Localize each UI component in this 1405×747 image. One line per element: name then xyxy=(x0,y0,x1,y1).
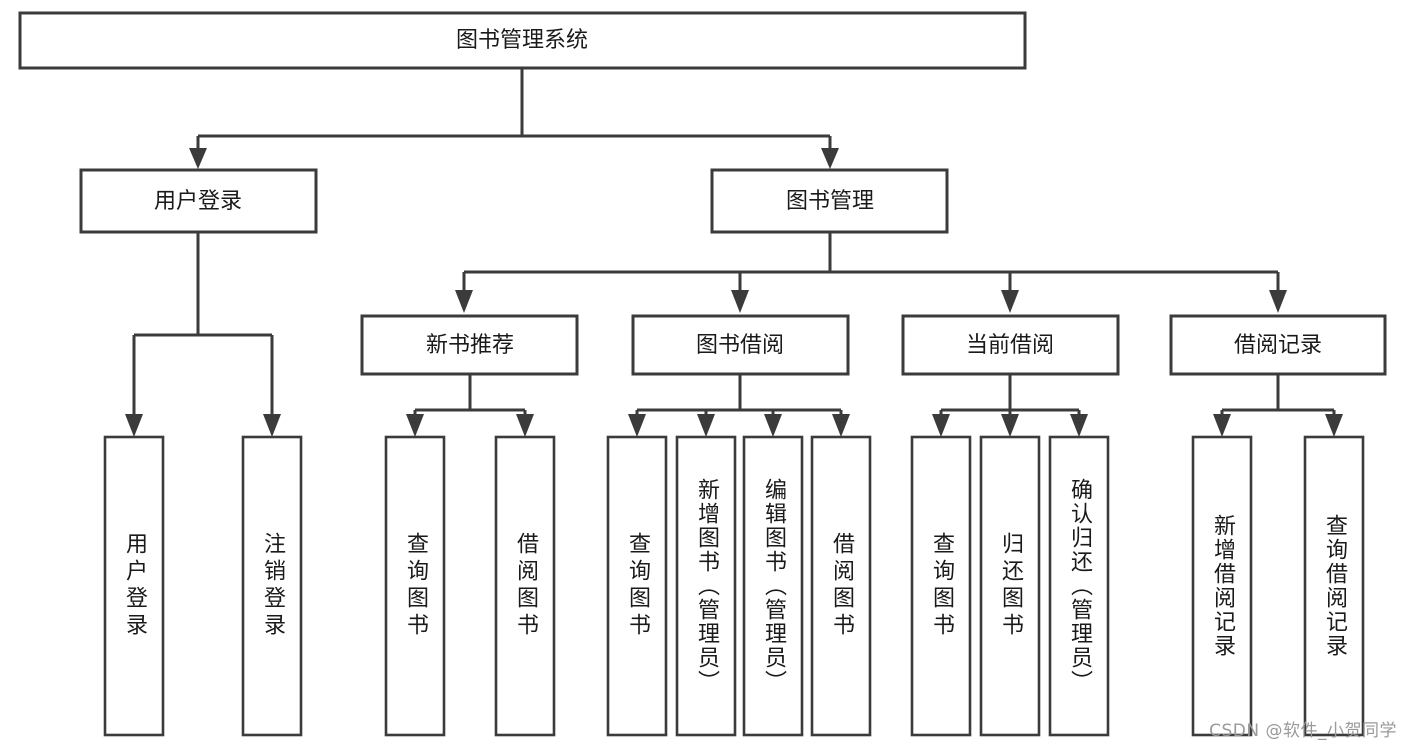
arrowhead-nbr-leaf-1 xyxy=(406,414,424,437)
node-box-book-borrow[interactable] xyxy=(631,314,850,376)
watermark-label: CSDN @软件_小贺同学 xyxy=(1209,721,1397,741)
node-box-root[interactable] xyxy=(18,11,1027,70)
arrowhead-current-borrow xyxy=(1001,290,1019,313)
arrowhead-cb-leaf-1 xyxy=(932,414,950,437)
arrowhead-br-leaf-1 xyxy=(1213,414,1231,437)
node-box-book-mgmt[interactable] xyxy=(710,168,949,234)
arrowhead-user-login xyxy=(189,148,207,169)
arrowhead-book-mgmt xyxy=(821,148,839,169)
node-box-leaf-br-query-record[interactable] xyxy=(1303,435,1365,737)
connector-group-borrow-record xyxy=(1213,375,1343,437)
arrowhead-leaf-logout xyxy=(263,414,281,437)
connector-group-new-book-recommend xyxy=(406,375,534,437)
connector-group-user-login xyxy=(125,232,281,437)
node-label-book-mgmt: 图书管理 xyxy=(786,189,874,214)
node-box-leaf-br-add-record[interactable] xyxy=(1191,435,1253,737)
node-box-leaf-cb-return-book[interactable] xyxy=(979,435,1041,737)
arrowhead-new-book-recommend xyxy=(455,290,473,313)
node-label-current-borrow: 当前借阅 xyxy=(966,333,1054,358)
node-box-leaf-bb-edit-book[interactable] xyxy=(742,435,804,737)
node-box-new-book-recommend[interactable] xyxy=(360,314,579,376)
node-box-leaf-cb-query-book[interactable] xyxy=(910,435,972,737)
connector-group-root xyxy=(189,68,839,169)
node-box-leaf-cb-confirm-return[interactable] xyxy=(1048,435,1110,737)
arrowhead-br-leaf-2 xyxy=(1325,414,1343,437)
arrowhead-nbr-leaf-2 xyxy=(516,414,534,437)
arrowhead-bb-leaf-4 xyxy=(832,414,850,437)
arrowhead-cb-leaf-2 xyxy=(1001,414,1019,437)
node-box-leaf-logout[interactable] xyxy=(241,435,303,737)
connector-group-book-borrow xyxy=(628,375,850,437)
arrowhead-borrow-record xyxy=(1269,290,1287,313)
node-box-leaf-nbr-borrow-book[interactable] xyxy=(494,435,556,737)
arrowhead-bb-leaf-2 xyxy=(697,414,715,437)
arrowhead-bb-leaf-3 xyxy=(764,414,782,437)
node-box-borrow-record[interactable] xyxy=(1169,314,1387,376)
connector-group-book-mgmt xyxy=(455,232,1287,313)
connector-group-current-borrow xyxy=(932,375,1088,437)
node-box-leaf-bb-query-book[interactable] xyxy=(606,435,668,737)
node-box-leaf-bb-add-book[interactable] xyxy=(675,435,737,737)
arrowhead-book-borrow xyxy=(731,290,749,313)
node-box-leaf-bb-borrow-book[interactable] xyxy=(810,435,872,737)
node-label-borrow-record: 借阅记录 xyxy=(1234,333,1322,358)
arrowhead-cb-leaf-3 xyxy=(1070,414,1088,437)
node-label-book-borrow: 图书借阅 xyxy=(696,333,784,358)
node-label-user-login: 用户登录 xyxy=(154,189,242,214)
node-box-user-login[interactable] xyxy=(79,168,318,234)
arrowhead-bb-leaf-1 xyxy=(628,414,646,437)
node-label-root: 图书管理系统 xyxy=(456,28,588,53)
node-box-current-borrow[interactable] xyxy=(901,314,1120,376)
node-box-leaf-nbr-query-book[interactable] xyxy=(384,435,446,737)
arrowhead-leaf-user-login xyxy=(125,414,143,437)
node-box-leaf-user-login[interactable] xyxy=(103,435,165,737)
node-label-new-book-recommend: 新书推荐 xyxy=(426,333,514,358)
